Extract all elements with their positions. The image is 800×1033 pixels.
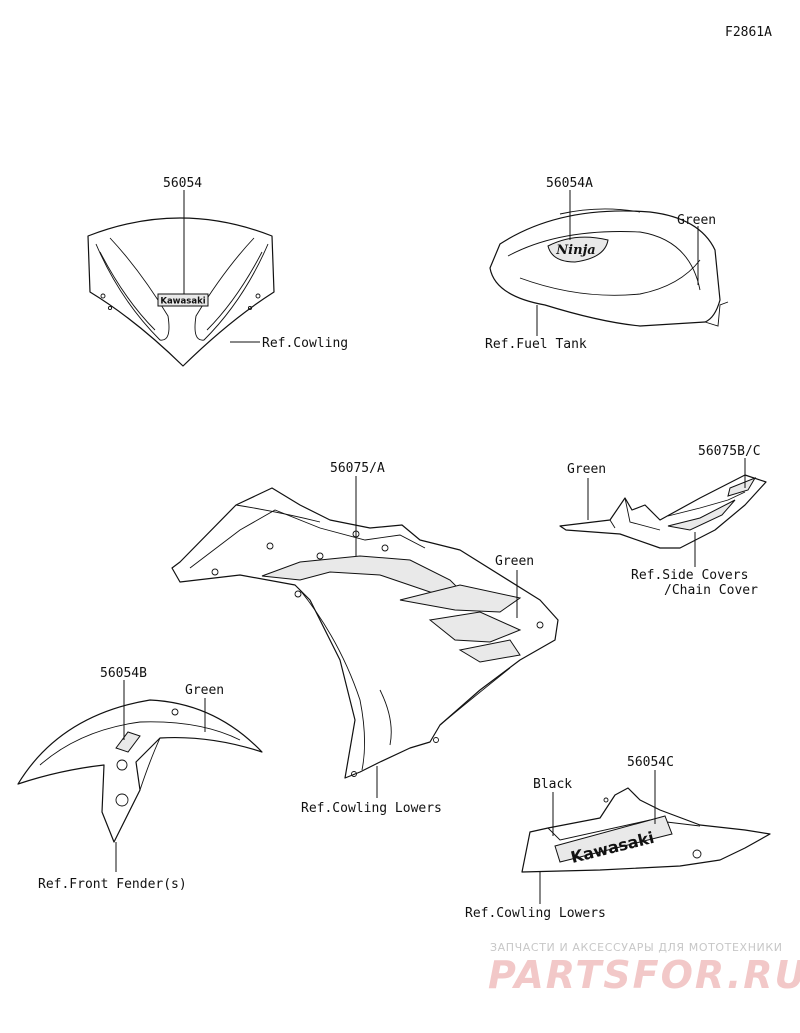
part-number-56054C: 56054C [627,755,674,770]
side-cover-decal [667,499,736,531]
fender-color-label: Green [185,683,224,698]
windshield-part[interactable] [87,217,275,367]
ninja-decal [547,236,609,263]
cowling-decal-fin-2 [428,611,522,643]
side-cover-decal-top [727,476,757,497]
part-number-56075BC: 56075B/C [698,444,761,459]
watermark-tagline: ЗАПЧАСТИ И АКСЕССУАРЫ ДЛЯ МОТОТЕХНИКИ [490,941,783,954]
ref-side-covers-label: Ref.Side Covers [631,568,748,583]
ref-cowling-lowers-label-1: Ref.Cowling Lowers [301,801,442,816]
tank-color-label: Green [677,213,716,228]
ref-cowling-label: Ref.Cowling [262,336,348,351]
part-number-56075A: 56075/A [330,461,385,476]
ref-front-fender-label: Ref.Front Fender(s) [38,877,187,892]
ref-chain-cover-label: /Chain Cover [664,583,758,598]
front-fender-part[interactable] [17,699,263,843]
cowling-lower-decal [554,815,673,863]
ninja-decal-text: Ninja [555,243,595,258]
windshield-decal-text: Kawasaki [160,297,205,307]
figure-code: F2861A [725,25,772,40]
windshield-decal [157,293,209,307]
ref-cowling-lowers-label-2: Ref.Cowling Lowers [465,906,606,921]
watermark-brand: PARTSFOR.RU [488,953,800,997]
part-number-56054A: 56054A [546,176,593,191]
part-number-56054B: 56054B [100,666,147,681]
fuel-tank-part[interactable] [489,208,729,327]
side-cover-part[interactable] [559,474,767,549]
cowling-color-label: Green [495,554,534,569]
part-number-56054: 56054 [163,176,202,191]
ref-fuel-tank-label: Ref.Fuel Tank [485,337,587,352]
cowling-decal-fin-3 [458,639,521,663]
side-cover-color-label: Green [567,462,606,477]
cowling-part[interactable] [171,487,559,779]
cowling-lower-color-label: Black [533,777,572,792]
cowling-decal-fin-1 [399,584,522,613]
